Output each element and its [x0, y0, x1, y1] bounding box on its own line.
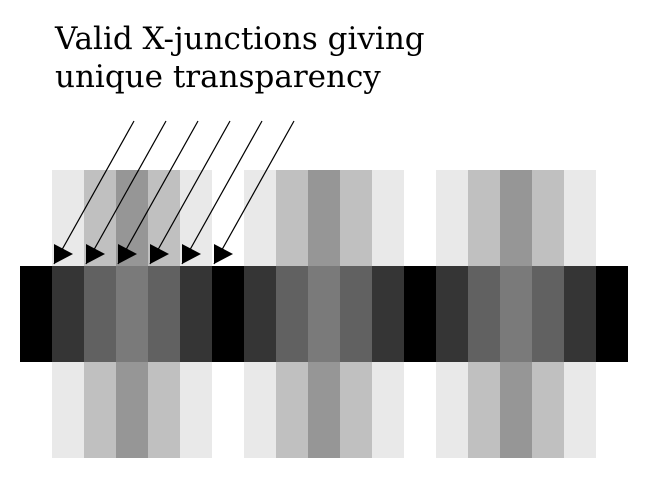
group-2-stripe-3-bottom	[308, 362, 340, 458]
group-3-stripe-5-top	[564, 170, 596, 266]
group-1-stripe-5-inside	[180, 266, 212, 362]
group-2-stripe-5-inside	[372, 266, 404, 362]
group-1-stripe-2-bottom	[84, 362, 116, 458]
group-2-stripe-2-bottom	[276, 362, 308, 458]
junction-arrow-1	[53, 120, 135, 265]
group-3-stripe-1-inside	[436, 266, 468, 362]
junction-arrow-6	[213, 120, 295, 265]
junction-arrow-3	[117, 120, 199, 265]
group-3-stripe-3-bottom	[500, 362, 532, 458]
stripes-layer	[52, 170, 596, 458]
caption-line-2: unique transparency	[55, 59, 381, 95]
group-2-stripe-2-inside	[276, 266, 308, 362]
junction-arrowhead-6	[214, 244, 233, 264]
group-2-stripe-5-top	[372, 170, 404, 266]
group-2-stripe-1-top	[244, 170, 276, 266]
group-3-stripe-4-bottom	[532, 362, 564, 458]
group-1-stripe-2-inside	[84, 266, 116, 362]
group-3-stripe-2-top	[468, 170, 500, 266]
group-3-stripe-5-bottom	[564, 362, 596, 458]
junction-arrow-5	[181, 120, 263, 265]
group-3-stripe-4-inside	[532, 266, 564, 362]
group-3-stripe-2-bottom	[468, 362, 500, 458]
group-3-stripe-1-bottom	[436, 362, 468, 458]
junction-arrowhead-4	[150, 244, 169, 264]
group-2-stripe-4-top	[340, 170, 372, 266]
group-2-stripe-3-top	[308, 170, 340, 266]
group-1-stripe-4-bottom	[148, 362, 180, 458]
group-1-stripe-5-bottom	[180, 362, 212, 458]
arrows-layer	[53, 120, 295, 265]
group-3-stripe-2-inside	[468, 266, 500, 362]
group-2-stripe-4-bottom	[340, 362, 372, 458]
group-2-stripe-5-bottom	[372, 362, 404, 458]
group-1-stripe-3-bottom	[116, 362, 148, 458]
group-2-stripe-1-inside	[244, 266, 276, 362]
occluder-band-layer	[20, 266, 628, 362]
group-1-stripe-1-bottom	[52, 362, 84, 458]
group-2-stripe-2-top	[276, 170, 308, 266]
group-3-stripe-1-top	[436, 170, 468, 266]
junction-arrowhead-3	[118, 244, 137, 264]
group-2-stripe-3-inside	[308, 266, 340, 362]
group-2-stripe-1-bottom	[244, 362, 276, 458]
junction-arrow-2	[85, 120, 167, 265]
group-3-stripe-3-top	[500, 170, 532, 266]
group-1-stripe-3-inside	[116, 266, 148, 362]
caption-line-1: Valid X-junctions giving	[55, 21, 425, 57]
group-2-stripe-4-inside	[340, 266, 372, 362]
group-3-stripe-3-inside	[500, 266, 532, 362]
junction-arrowhead-5	[182, 244, 201, 264]
group-3-stripe-4-top	[532, 170, 564, 266]
junction-arrow-4	[149, 120, 231, 265]
junction-arrowhead-1	[54, 244, 73, 264]
group-3-stripe-5-inside	[564, 266, 596, 362]
group-1-stripe-1-inside	[52, 266, 84, 362]
group-1-stripe-4-inside	[148, 266, 180, 362]
diagram-caption: Valid X-junctions giving unique transpar…	[55, 20, 615, 96]
junction-arrowhead-2	[86, 244, 105, 264]
